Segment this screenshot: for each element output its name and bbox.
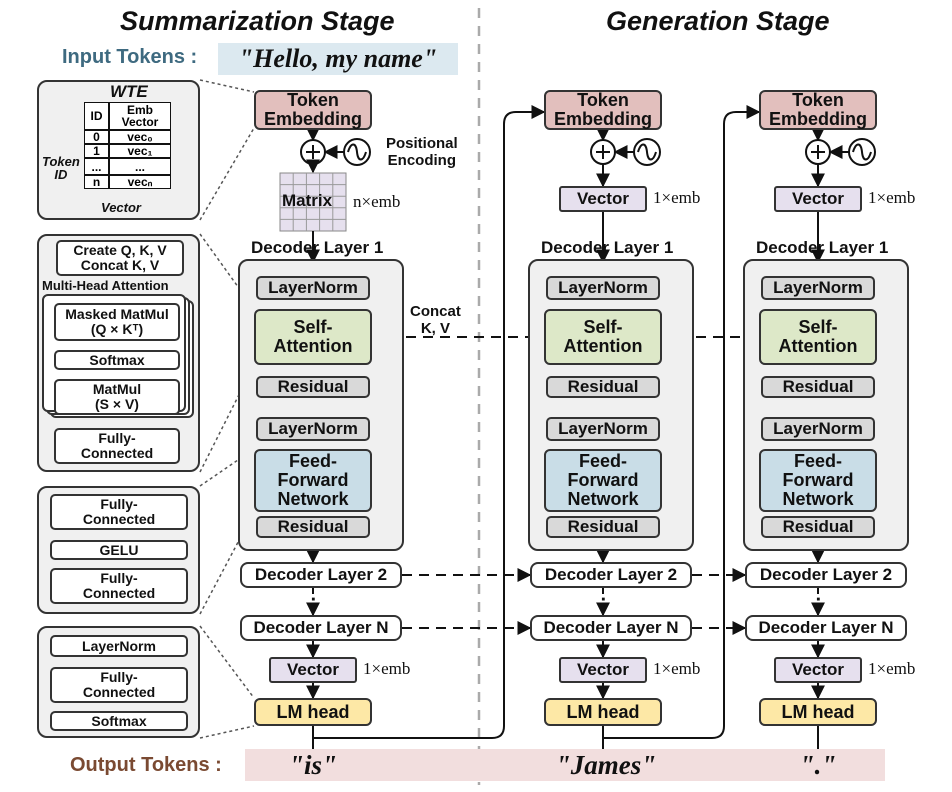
wte-cell: 1 [84,144,109,158]
vector-dimension: 1×emb [868,188,916,207]
self-attention-box: Self-Attention [759,309,877,365]
summarization-stage-title: Summarization Stage [120,6,395,36]
zoom-guide-line [199,364,255,473]
vector-box: Vector [559,657,647,683]
output-token: "James" [555,750,657,780]
wte-cell: 0 [84,130,109,144]
decoder-layer-n-box: Decoder Layer N [240,615,402,641]
vector-box: Vector [559,186,647,212]
layernorm-box: LayerNorm [761,276,875,300]
fully-connected-box: Fully-Connected [54,428,180,464]
sine-wave-icon [347,143,367,161]
decoder-layer-2-box: Decoder Layer 2 [530,562,692,588]
wte-cell: vec₀ [109,130,171,144]
multi-head-attention-label: Multi-Head Attention [42,278,169,293]
softmax-box: Softmax [50,711,188,731]
fully-connected-box: Fully-Connected [50,667,188,703]
matrix-label: Matrix [282,191,333,210]
ellipsis: : [815,591,822,613]
decoder-layer-n-box: Decoder Layer N [530,615,692,641]
fully-connected-box: Fully-Connected [50,494,188,530]
layernorm-box: LayerNorm [546,417,660,441]
residual-box: Residual [256,516,370,538]
output-tokens-label: Output Tokens : [70,754,222,776]
vector-dimension: 1×emb [653,659,701,678]
output-tokens-band [245,749,885,781]
wte-title: WTE [110,82,148,101]
softmax-box: Softmax [54,350,180,370]
layernorm-box: LayerNorm [50,635,188,657]
decoder-layer-2-box: Decoder Layer 2 [240,562,402,588]
fully-connected-box: Fully-Connected [50,568,188,604]
matmul-box: MatMul(S × V) [54,379,180,415]
layernorm-box: LayerNorm [546,276,660,300]
layernorm-box: LayerNorm [761,417,875,441]
decoder-layer-n-box: Decoder Layer N [745,615,907,641]
wte-cell: ... [84,158,109,175]
zoom-guide-line [199,79,255,93]
lm-head-box: LM head [544,698,662,726]
residual-box: Residual [761,376,875,398]
decoder-layer-1-label: Decoder Layer 1 [756,238,889,257]
lm-head-box: LM head [254,698,372,726]
output-token: "." [799,750,837,780]
vector-dimension: 1×emb [363,659,411,678]
autoregressive-feedback [313,105,546,739]
wte-cell: ... [109,158,171,175]
matrix-dimension: n×emb [353,192,401,211]
input-tokens-label: Input Tokens : [62,46,198,68]
wte-cell: vec₁ [109,144,171,158]
masked-matmul-box: Masked MatMul(Q × Kᵀ) [54,303,180,341]
vector-output-label: Vector [101,200,141,215]
wte-cell: n [84,175,109,189]
vector-box: Vector [774,657,862,683]
residual-box: Residual [546,376,660,398]
sine-wave-icon [637,143,657,161]
decoder-layer-1-label: Decoder Layer 1 [251,238,384,257]
residual-box: Residual [546,516,660,538]
decoder-layer-2-box: Decoder Layer 2 [745,562,907,588]
vector-box: Vector [269,657,357,683]
wte-cell: ID [84,102,109,130]
vector-dimension: 1×emb [868,659,916,678]
generation-stage-title: Generation Stage [606,6,830,36]
input-tokens-text: "Hello, my name" [218,43,458,75]
decoder-layer-1-label: Decoder Layer 1 [541,238,674,257]
self-attention-box: Self-Attention [254,309,372,365]
layernorm-box: LayerNorm [256,276,370,300]
residual-box: Residual [256,376,370,398]
autoregressive-feedback [603,105,761,739]
layernorm-box: LayerNorm [256,417,370,441]
zoom-guide-line [199,127,255,221]
residual-box: Residual [761,516,875,538]
ellipsis: : [600,591,607,613]
vector-dimension: 1×emb [653,188,701,207]
ellipsis: : [310,591,317,613]
output-token: "is" [289,750,337,780]
vector-box: Vector [774,186,862,212]
lm-head-box: LM head [759,698,877,726]
gelu-box: GELU [50,540,188,560]
zoom-guide-line [199,625,255,699]
self-attention-box: Self-Attention [544,309,662,365]
wte-cell: vecₙ [109,175,171,189]
zoom-guide-line [199,725,255,739]
sine-wave-icon [852,143,872,161]
